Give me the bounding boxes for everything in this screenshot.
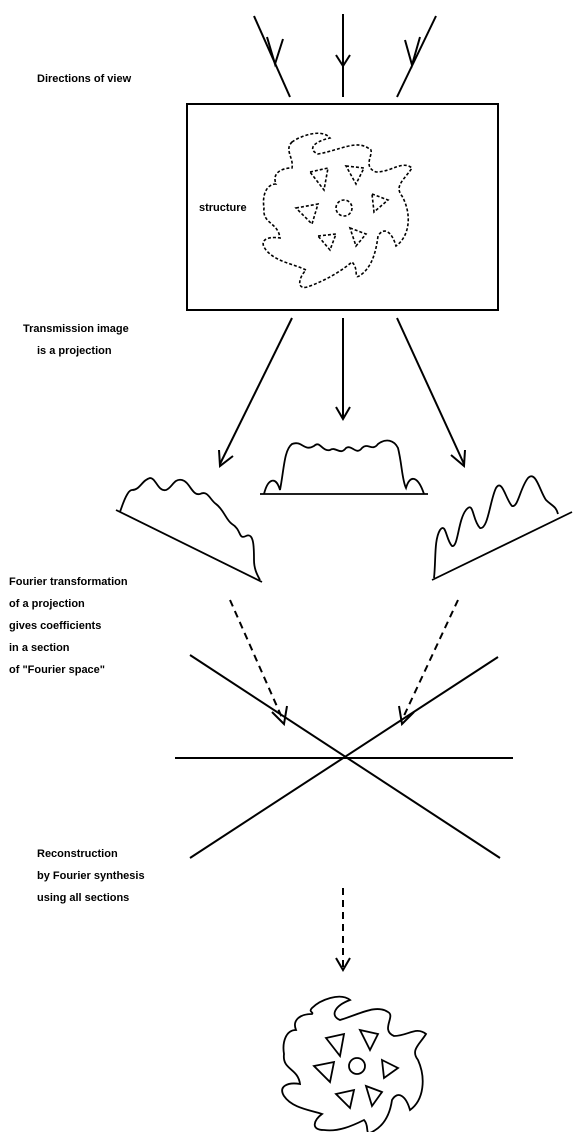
structure-subunit [316,233,338,252]
projection-arrow-right [396,317,465,465]
structure-outline [262,132,414,289]
structure-subunit [344,165,366,186]
structure-dotted [262,132,414,289]
fourier-arrowhead-right [398,705,415,727]
structure-subunit [348,226,368,248]
fourier-label-line-2: of a projection [9,598,85,610]
projection-left-baseline [115,509,263,583]
projection-center [260,439,428,495]
projection-right [431,475,573,581]
fourier-arrow-right [401,599,459,721]
projection-arrowhead-left [218,449,234,468]
transmission-label-line-1: Transmission image [23,323,129,335]
reconstruction-arrow [335,888,351,972]
fourier-label-line-1: Fourier transformation [9,576,128,588]
directions-label: Directions of view [37,73,132,85]
reconstruction-label-line-1: Reconstruction [37,848,118,860]
projection-left-profile [119,477,261,581]
structure-subunit [371,192,390,214]
fourier-space-sections [175,654,513,859]
fourier-label-line-5: of "Fourier space" [9,664,106,676]
projection-right-profile [433,475,559,579]
fourier-arrow-left [229,599,284,721]
view-arrowhead-left [266,36,284,68]
view-arrow-right [396,15,437,98]
reconstruction-arrowhead [335,957,351,972]
reconstructed-subunit [380,1058,400,1080]
structure-subunit [294,202,320,226]
fourier-label-line-4: in a section [9,642,70,654]
reconstructed-subunit [324,1032,346,1059]
transmission-label-line-2: is a projection [37,345,112,357]
reconstructed-subunit [364,1084,384,1109]
view-arrowhead-right [404,36,421,69]
structure-box [186,103,499,311]
fourier-dashed-arrows [229,599,459,727]
reconstructed-structure [281,995,428,1132]
view-direction-arrows [253,14,437,98]
projection-center-profile [263,439,425,495]
reconstructed-subunit [312,1060,336,1084]
projection-arrows [218,317,466,469]
projection-arrowhead-right [450,449,466,469]
projection-arrowhead-center [335,406,351,421]
reconstruction-label-line-3: using all sections [37,892,130,904]
structure-subunit [308,166,330,192]
reconstruction-label-line-2: by Fourier synthesis [37,870,145,882]
fourier-arrowhead-left [271,705,288,727]
reconstructed-outline [281,995,428,1132]
view-arrowhead-center [335,54,351,68]
reconstructed-subunit [358,1028,380,1053]
projection-left [115,477,263,583]
fourier-label-line-3: gives coefficients [9,620,102,632]
reconstructed-center-ring [348,1057,366,1075]
projection-arrow-left [219,317,293,465]
structure-center-ring [335,199,353,217]
structure-label: structure [199,202,247,214]
reconstructed-subunit [334,1088,356,1110]
projection-right-baseline [431,511,573,581]
